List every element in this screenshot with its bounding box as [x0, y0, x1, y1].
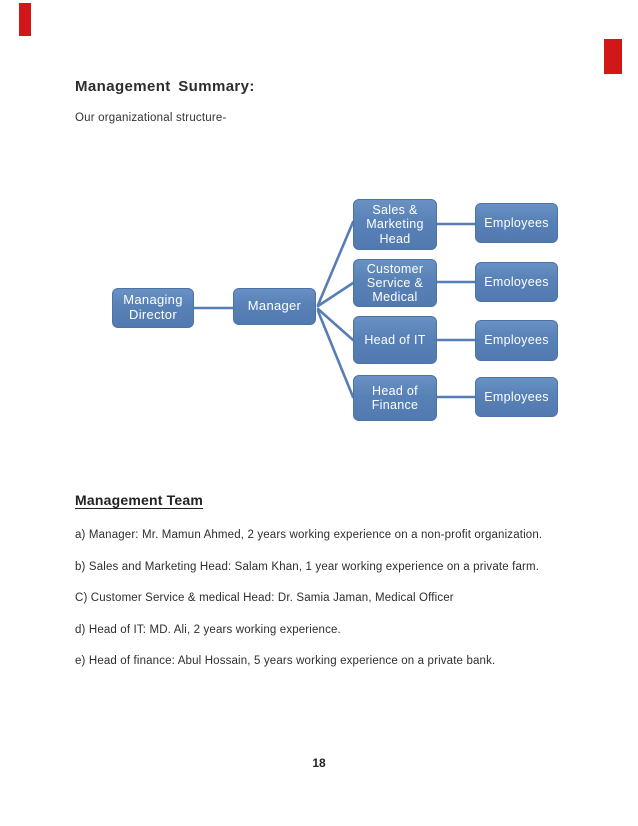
page-number: 18: [312, 756, 326, 770]
team-list-item: e) Head of finance: Abul Hossain, 5 year…: [75, 655, 496, 667]
org-node-employees-2: Emoloyees: [475, 262, 558, 302]
section-heading: Management Team: [75, 492, 203, 508]
red-scan-mark-right: [604, 39, 622, 74]
org-node-sales-marketing-head: Sales & Marketing Head: [353, 199, 437, 250]
team-list-item: d) Head of IT: MD. Ali, 2 years working …: [75, 624, 341, 636]
page-title: Management Summary:: [75, 78, 255, 95]
org-node-head-of-finance: Head of Finance: [353, 375, 437, 421]
org-node-managing-director: Managing Director: [112, 288, 194, 328]
org-node-customer-service-medical: Customer Service & Medical: [353, 259, 437, 307]
page-subtitle: Our organizational structure-: [75, 112, 227, 124]
org-node-employees-3: Employees: [475, 320, 558, 361]
team-list-item: C) Customer Service & medical Head: Dr. …: [75, 592, 454, 604]
org-node-employees-1: Employees: [475, 203, 558, 243]
org-node-manager: Manager: [233, 288, 316, 325]
team-list-item: a) Manager: Mr. Mamun Ahmed, 2 years wor…: [75, 529, 543, 541]
org-node-head-of-it: Head of IT: [353, 316, 437, 364]
team-list-item: b) Sales and Marketing Head: Salam Khan,…: [75, 561, 540, 573]
org-node-employees-4: Employees: [475, 377, 558, 417]
red-scan-mark-left: [19, 3, 31, 36]
